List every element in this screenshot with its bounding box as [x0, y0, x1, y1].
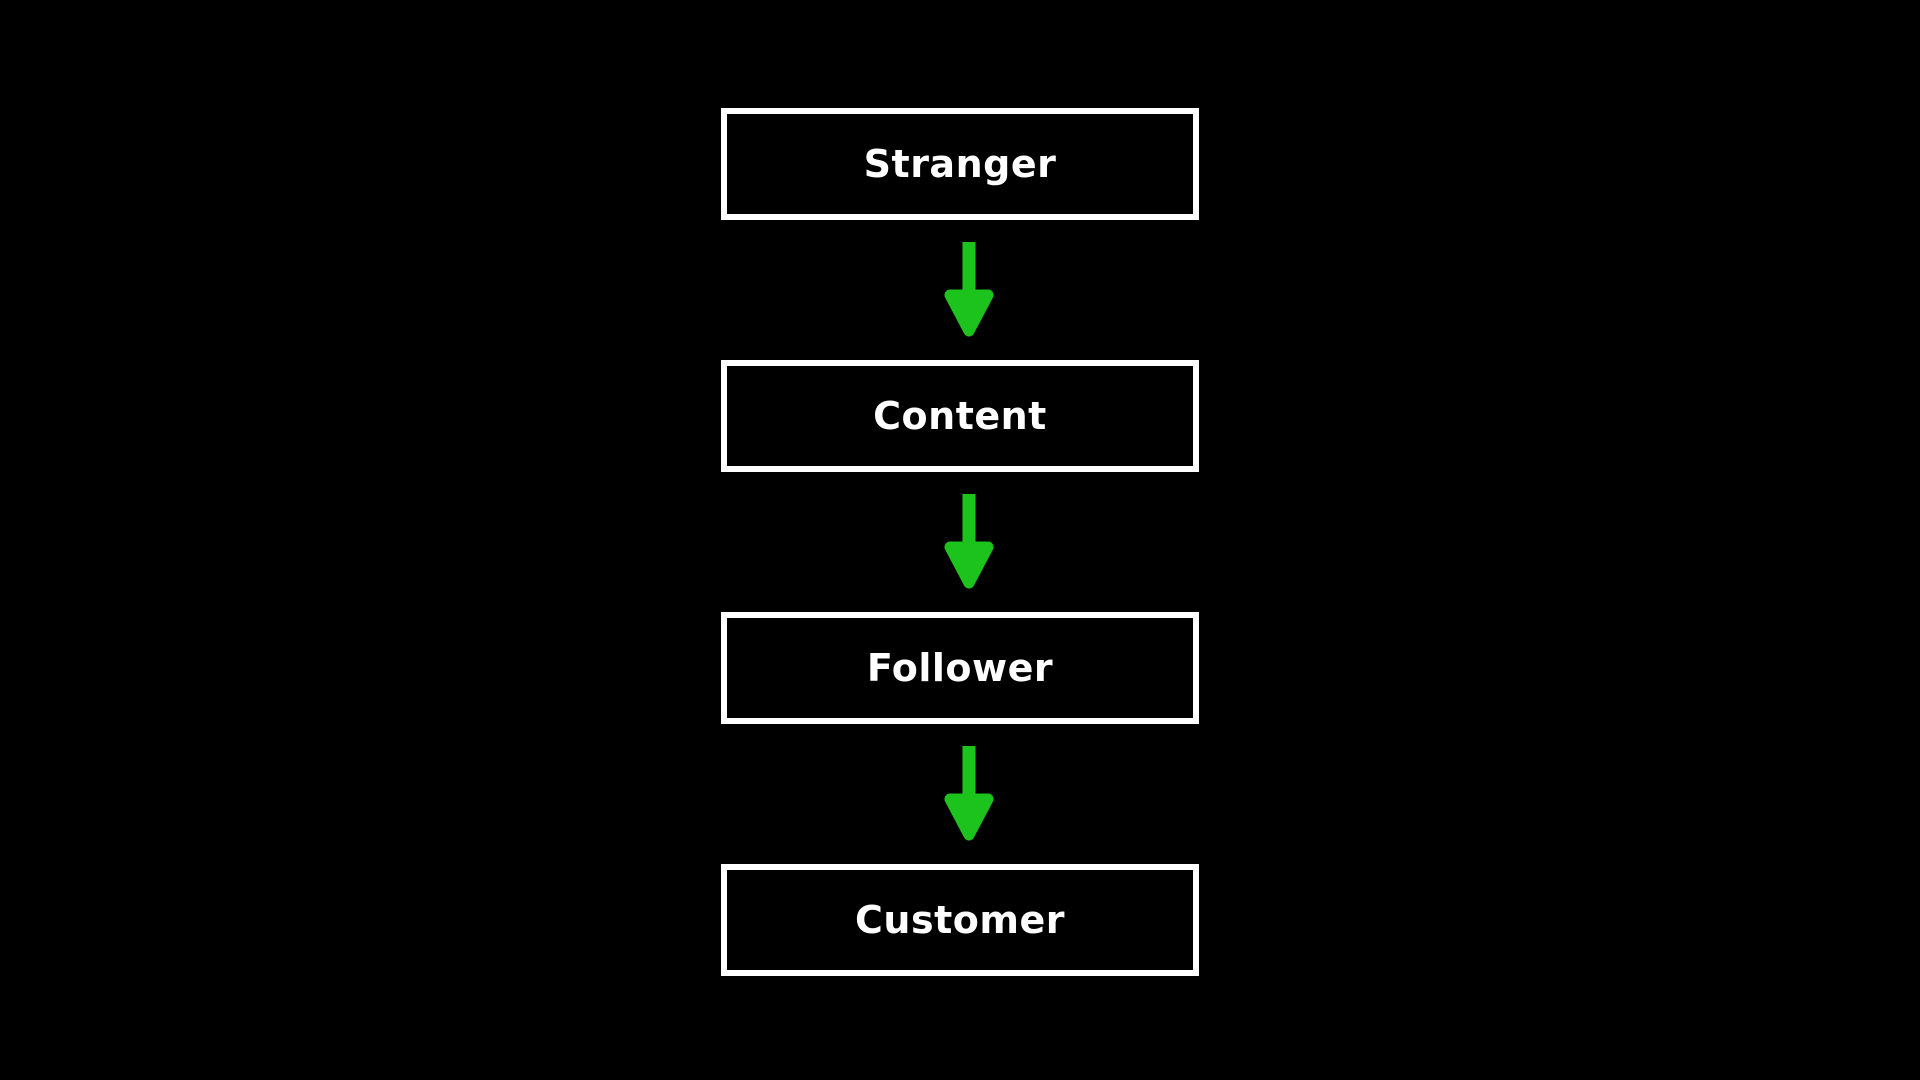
down-arrow-icon — [943, 472, 995, 612]
stage-label-content: Content — [873, 394, 1047, 438]
stage-box-customer: Customer — [721, 864, 1199, 976]
stage-label-stranger: Stranger — [863, 142, 1057, 186]
stage-label-follower: Follower — [866, 646, 1054, 690]
stage-box-stranger: Stranger — [721, 108, 1199, 220]
stage-label-customer: Customer — [855, 898, 1065, 942]
funnel-flow: Stranger Content Follower — [721, 108, 1199, 976]
down-arrow-icon — [943, 220, 995, 360]
down-arrow-icon — [943, 724, 995, 864]
stage-box-follower: Follower — [721, 612, 1199, 724]
stage-box-content: Content — [721, 360, 1199, 472]
